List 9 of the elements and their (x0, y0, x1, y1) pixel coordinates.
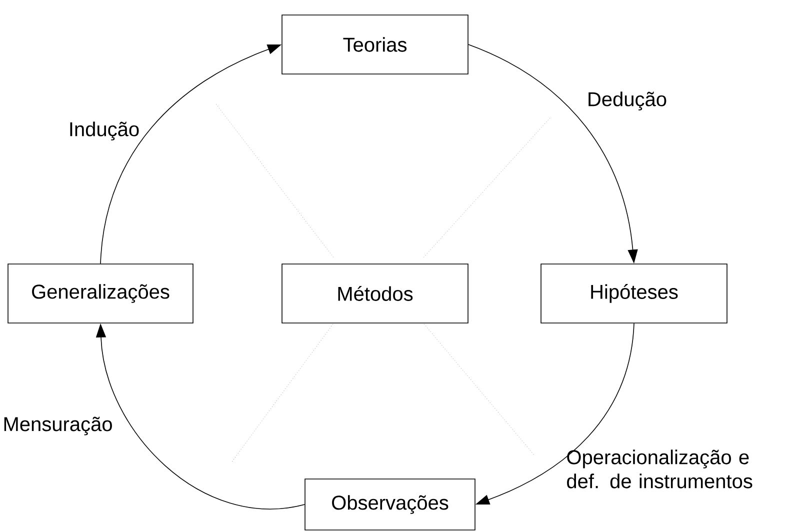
process-box: Teorias (282, 14, 468, 74)
process-box: Hipóteses (540, 264, 728, 324)
edge-label: Mensuração (4, 416, 112, 436)
edge-label: Operacionalização e def. de instrumentos (567, 450, 752, 488)
process-box: Observações (304, 478, 476, 530)
process-box: Métodos (282, 264, 468, 324)
edge-label: Indução (70, 122, 139, 140)
process-box: Generalizações (8, 264, 194, 324)
edge-label: Dedução (588, 92, 666, 110)
